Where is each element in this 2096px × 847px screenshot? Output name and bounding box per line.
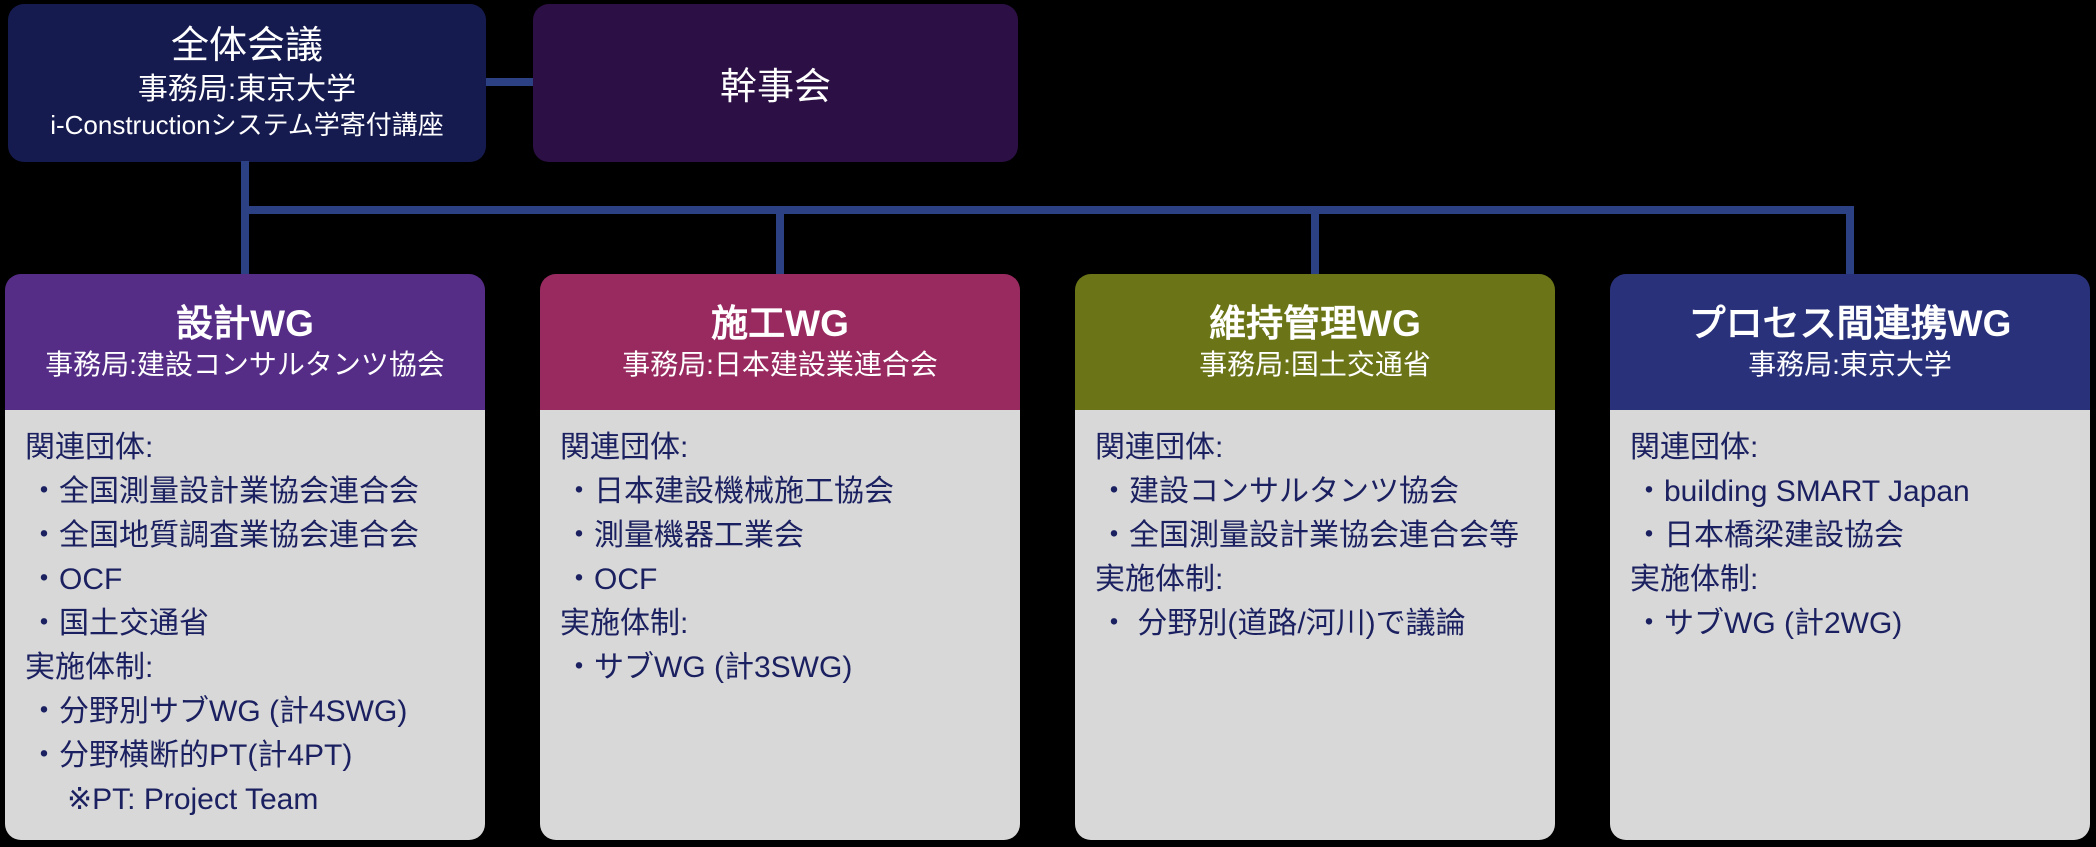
- wg-line-label: 実施体制:: [1630, 563, 1759, 596]
- connector-horizontal-bus: [241, 206, 1854, 214]
- wg-line-label: 実施体制:: [560, 607, 689, 640]
- wg-line-item: ・国土交通省: [29, 607, 209, 640]
- wg-header: 設計WG 事務局:建設コンサルタンツ協会: [5, 274, 485, 410]
- wg-body: 関連団体: ・建設コンサルタンツ協会・全国測量設計業協会連合会等実施体制: ・ 分野…: [1075, 410, 1555, 840]
- wg-header: 維持管理WG 事務局:国土交通省: [1075, 274, 1555, 410]
- wg-body: 関連団体: ・日本建設機械施工協会・測量機器工業会・OCF 実施体制: ・サブWG (…: [540, 410, 1020, 840]
- wg-line-label: 実施体制:: [25, 651, 154, 684]
- wg-line-item: ・日本建設機械施工協会: [564, 475, 894, 508]
- wg-line-item: ・全国測量設計業協会連合会等: [1099, 519, 1519, 552]
- steering-box: 幹事会: [533, 4, 1018, 162]
- plenary-title: 全体会議: [170, 24, 323, 67]
- wg-title: 維持管理WG: [1209, 302, 1421, 344]
- wg-row: 設計WG 事務局:建設コンサルタンツ協会 関連団体:・全国測量設計業協会連合会・…: [0, 274, 2096, 840]
- connector-drop-design-wg: [241, 206, 249, 276]
- wg-line-item: ・建設コンサルタンツ協会: [1099, 475, 1459, 508]
- wg-line-label: 関連団体:: [560, 431, 689, 464]
- wg-body: 関連団体: ・全国測量設計業協会連合会・全国地質調査業協会連合会・OCF ・国土交通…: [5, 410, 485, 840]
- wg-header: 施工WG 事務局:日本建設業連合会: [540, 274, 1020, 410]
- wg-line-item: ・building SMART Japan: [1634, 475, 1970, 508]
- wg-line-item: ・ 分野別(道路/河川)で議論: [1099, 607, 1466, 640]
- wg-line-item: ・分野別サブWG (計4SWG): [29, 695, 408, 728]
- wg-title: 施工WG: [711, 302, 849, 344]
- wg-subtitle: 事務局:日本建設業連合会: [622, 348, 938, 380]
- wg-line-item: ・サブWG (計2WG): [1634, 607, 1903, 640]
- wg-body: 関連団体: ・building SMART Japan ・日本橋梁建設協会実施体制:…: [1610, 410, 2090, 840]
- wg-line-label: 関連団体:: [25, 431, 154, 464]
- wg-card-3: プロセス間連携WG 事務局:東京大学 関連団体: ・building SMART …: [1610, 274, 2090, 840]
- wg-card-0: 設計WG 事務局:建設コンサルタンツ協会 関連団体: ・全国測量設計業協会連合会・…: [5, 274, 485, 840]
- wg-card-2: 維持管理WG 事務局:国土交通省 関連団体: ・建設コンサルタンツ協会・全国測量設…: [1075, 274, 1555, 840]
- wg-line-item: ・サブWG (計3SWG): [564, 651, 853, 684]
- steering-title: 幹事会: [720, 66, 831, 107]
- wg-line-item: ・OCF: [564, 563, 658, 596]
- wg-title: プロセス間連携WG: [1688, 302, 2012, 344]
- wg-line-item: ・分野横断的PT(計4PT): [29, 739, 353, 772]
- plenary-subtitle: 事務局:東京大学: [137, 72, 357, 106]
- wg-subtitle: 事務局:東京大学: [1748, 348, 1952, 380]
- wg-line-item: ・測量機器工業会: [564, 519, 804, 552]
- wg-line-item: ・日本橋梁建設協会: [1634, 519, 1904, 552]
- wg-card-1: 施工WG 事務局:日本建設業連合会 関連団体: ・日本建設機械施工協会・測量機器工…: [540, 274, 1020, 840]
- wg-header: プロセス間連携WG 事務局:東京大学: [1610, 274, 2090, 410]
- wg-line-label: 実施体制:: [1095, 563, 1224, 596]
- wg-title: 設計WG: [176, 302, 314, 344]
- wg-line-label: 関連団体:: [1630, 431, 1759, 464]
- wg-line-item: ・全国測量設計業協会連合会: [29, 475, 419, 508]
- wg-line-item: ・OCF: [29, 563, 123, 596]
- wg-line-item: ・全国地質調査業協会連合会: [29, 519, 419, 552]
- connector-drop-process-wg: [1846, 206, 1854, 276]
- wg-line-note: ※PT: Project Team: [67, 783, 319, 816]
- plenary-box: 全体会議 事務局:東京大学 i-Constructionシステム学寄付講座: [8, 4, 486, 162]
- wg-line-label: 関連団体:: [1095, 431, 1224, 464]
- plenary-note: i-Constructionシステム学寄付講座: [50, 110, 444, 141]
- connector-plenary-steering: [486, 78, 533, 86]
- connector-drop-maintenance-wg: [1311, 206, 1319, 276]
- wg-subtitle: 事務局:国土交通省: [1199, 348, 1431, 380]
- connector-plenary-stem: [241, 161, 249, 214]
- wg-subtitle: 事務局:建設コンサルタンツ協会: [45, 348, 445, 380]
- connector-drop-construction-wg: [776, 206, 784, 276]
